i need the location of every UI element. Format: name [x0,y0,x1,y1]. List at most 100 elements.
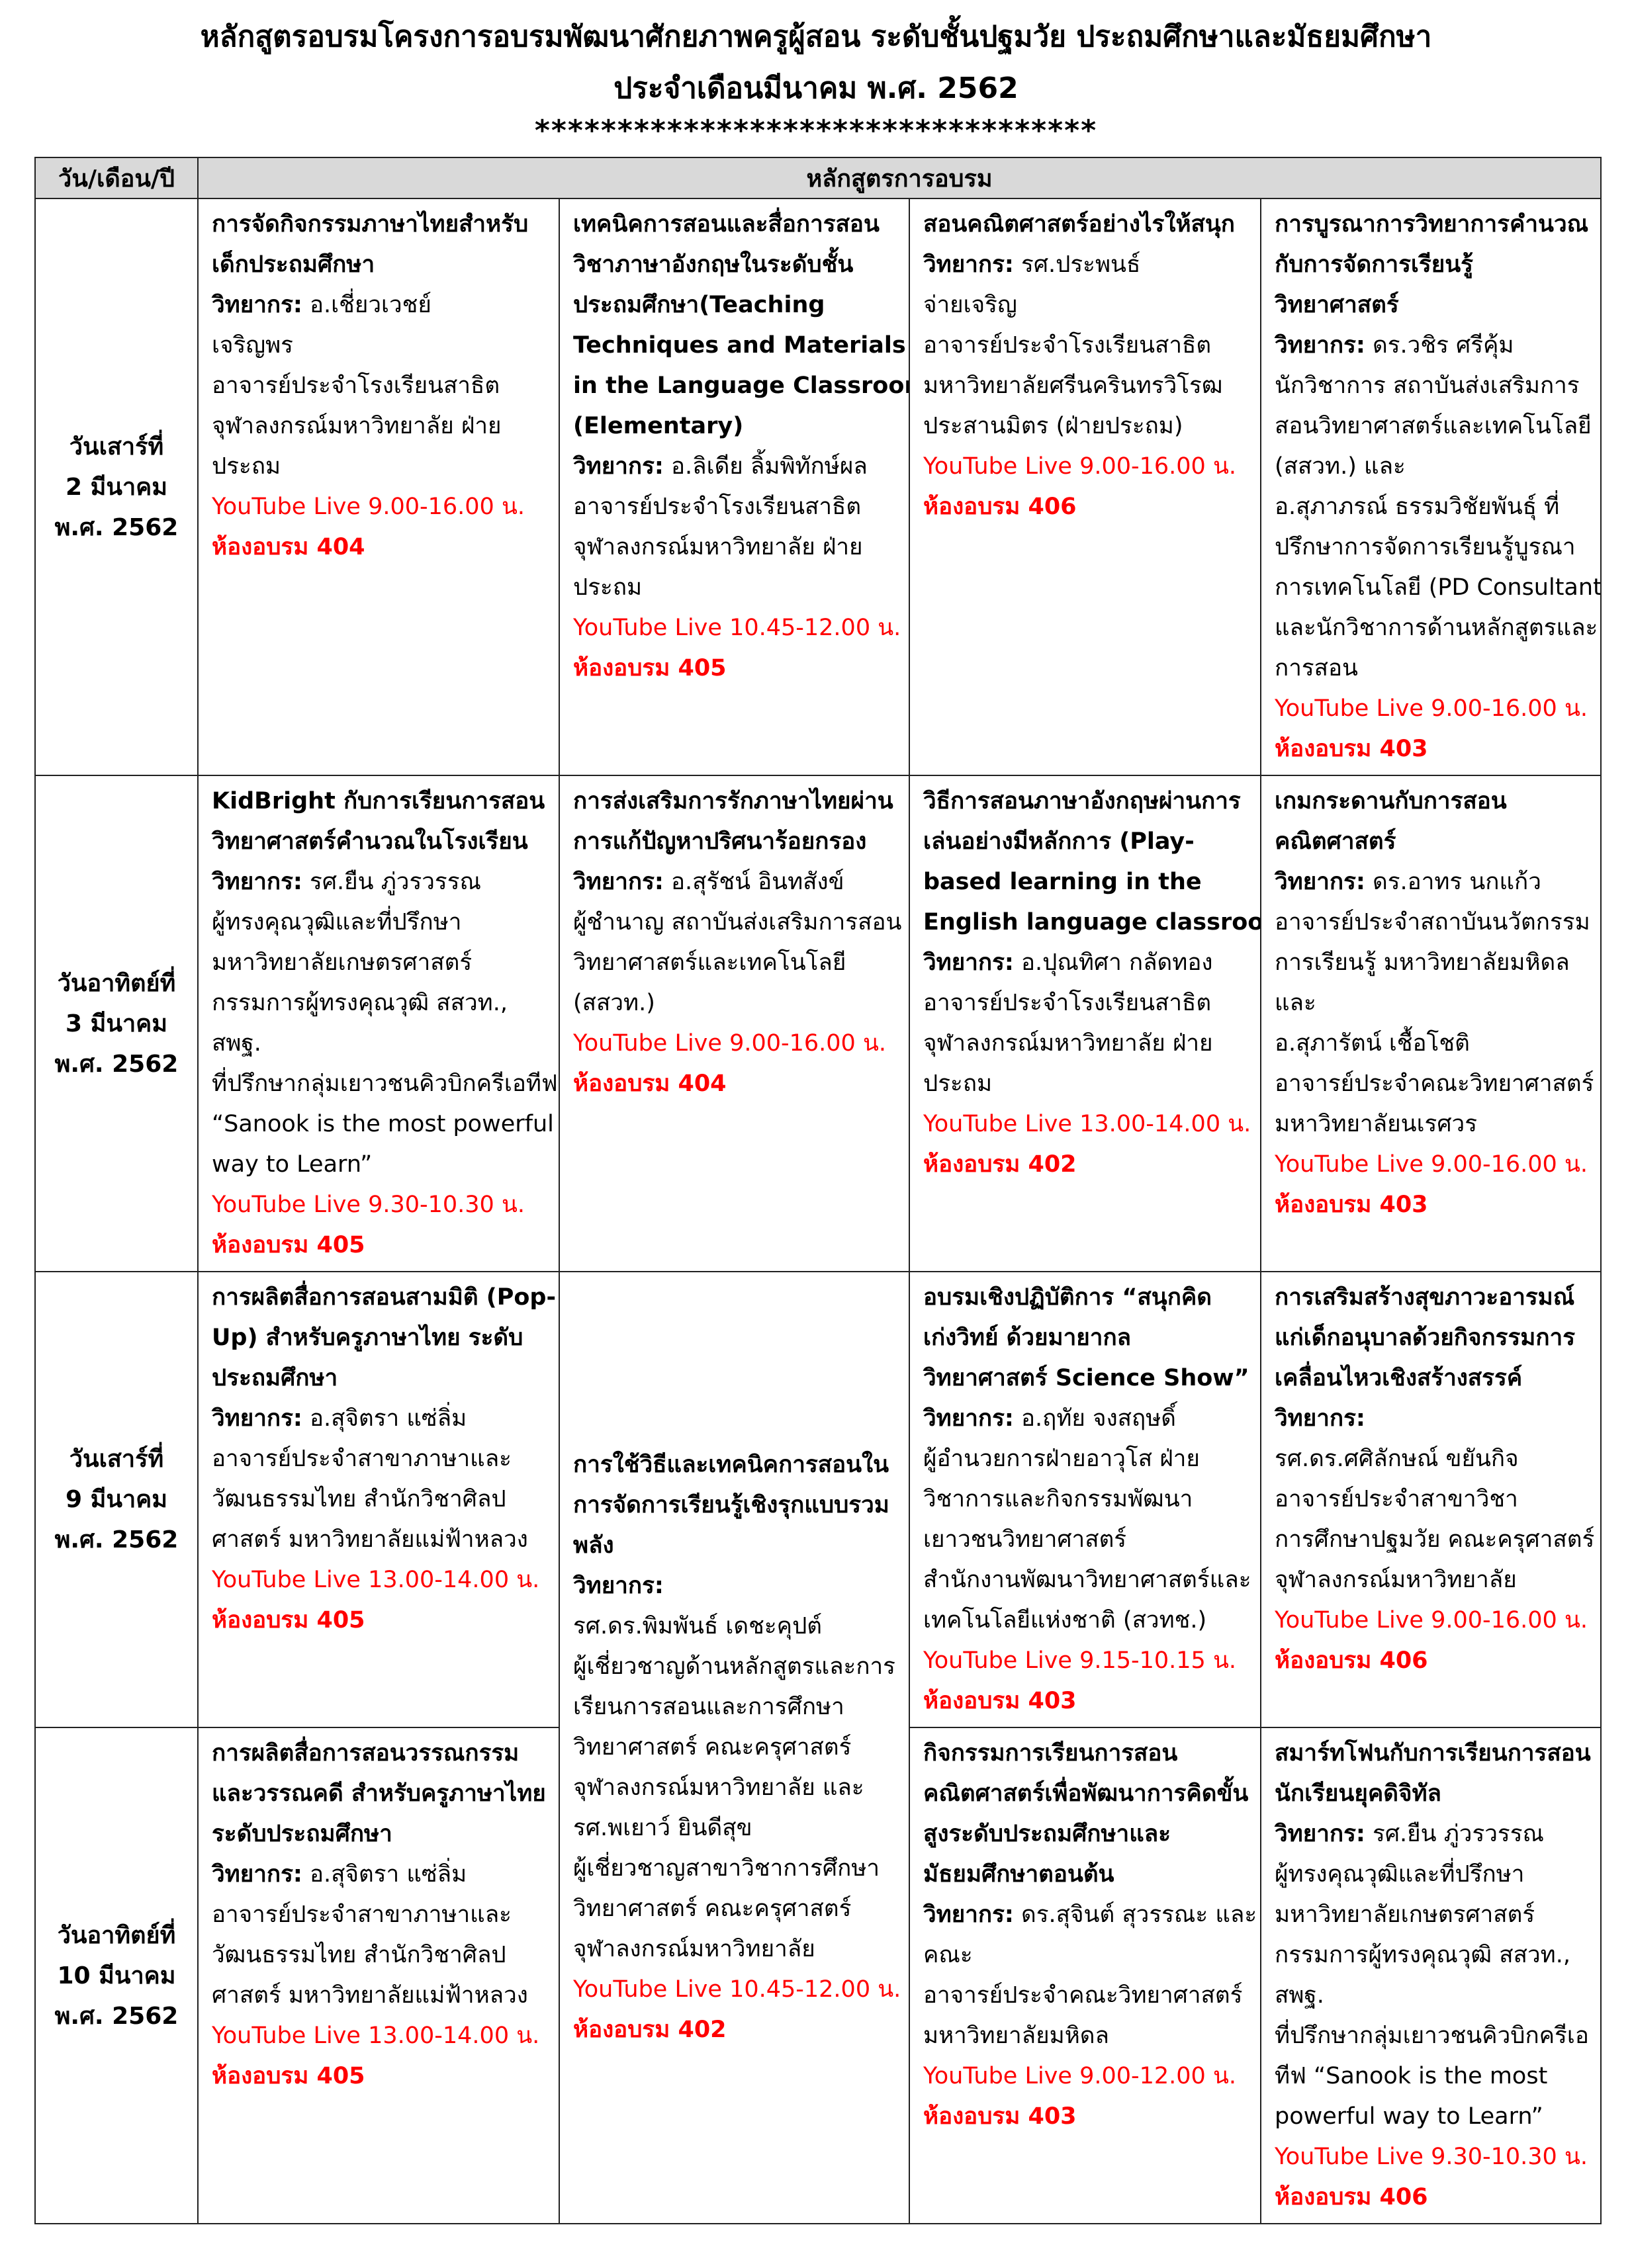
speaker-detail: เจริญพร [212,332,293,359]
course-cell: การจัดกิจกรรมภาษาไทยสำหรับเด็กประถมศึกษา… [197,198,560,776]
course-title: สมาร์ทโฟนกับการเรียนการสอน [1275,1740,1591,1766]
speaker-detail: ผู้ทรงคุณวุฒิและที่ปรึกษา [212,909,462,936]
course-cell: อบรมเชิงปฏิบัติการ “สนุกคิดเก่งวิทย์ ด้ว… [909,1271,1261,1728]
date-line: 10 มีนาคม [57,1962,176,1989]
speaker-detail: สพฐ. [212,1030,261,1057]
speaker-line: วิทยากร: อ.สุจิตรา แซ่ลิ่ม [212,1854,552,1895]
speaker-label: วิทยากร: [923,1901,1014,1928]
session-time: 9.00-16.00 น. [1079,453,1236,480]
session-time: 9.00-16.00 น. [1431,1151,1588,1178]
course-cell: เทคนิคการสอนและสื่อการสอนวิชาภาษาอังกฤษใ… [559,198,910,776]
speaker-detail: มหาวิทยาลัยมหิดล [923,2023,1109,2049]
session-time: 9.00-16.00 น. [1431,695,1588,722]
speaker-detail: มหาวิทยาลัยศรีนครินทรวิโรฒ [923,372,1223,399]
separator: ********************************** [534,114,1098,148]
course-title: วิชาภาษาอังกฤษในระดับชั้น [573,251,854,278]
speaker-detail: อาจารย์ประจำโรงเรียนสาธิต [212,372,500,399]
youtube-live-line: YouTube Live 9.00-16.00 น. [573,1024,902,1064]
youtube-live-label: YouTube Live [923,2063,1072,2089]
course-title: Up) สำหรับครูภาษาไทย ระดับ [212,1325,523,1351]
youtube-live-label: YouTube Live [573,615,722,641]
course-cell: วิธีการสอนภาษาอังกฤษผ่านการเล่นอย่างมีหล… [909,775,1261,1272]
speaker-detail: และนักวิชาการด้านหลักสูตรและ [1275,615,1598,641]
speaker-detail: ผู้ทรงคุณวุฒิและที่ปรึกษา [1275,1861,1525,1888]
speaker-detail: การศึกษาปฐมวัย คณะครุศาสตร์ [1275,1526,1595,1553]
speaker-line: วิทยากร: [573,1566,902,1606]
speaker-detail: วัฒนธรรมไทย สำนักวิชาศิลป [212,1486,506,1512]
speaker-detail: วิชาการและกิจกรรมพัฒนา [923,1486,1193,1512]
speaker-detail: ประถม [573,574,643,601]
speaker-detail: รศ.ดร.พิมพันธ์ เดชะคุปต์ [573,1613,823,1639]
youtube-live-label: YouTube Live [212,494,361,520]
date-line: วันอาทิตย์ที่ [57,1921,176,1949]
speaker-detail: powerful way to Learn” [1275,2103,1543,2130]
speaker-detail: ที่ปรึกษากลุ่มเยาวชนคิวบิกครีเอ [1275,2023,1589,2049]
speaker-detail: รศ.พเยาว์ ยินดีสุข [573,1815,752,1841]
training-room: ห้องอบรม 405 [212,2063,365,2089]
speaker-detail: คณะ [923,1942,973,1968]
session-time: 9.30-10.30 น. [1431,2144,1588,2170]
speaker-detail: อ.สุภารัตน์ เชื้อโชติ [1275,1030,1470,1057]
session-time: 10.45-12.00 น. [729,615,901,641]
date-cell: วันอาทิตย์ที่10 มีนาคมพ.ศ. 2562 [34,1727,199,2224]
speaker-label: วิทยากร: [212,1861,302,1888]
date-line: พ.ศ. 2562 [54,513,179,541]
speaker-name: รศ.ประพนธ์ [1021,251,1141,278]
speaker-detail: วิทยาศาสตร์และเทคโนโลยี [573,949,846,976]
course-title: เคลื่อนไหวเชิงสร้างสรรค์ [1275,1365,1523,1391]
speaker-line: วิทยากร: รศ.ยืน ภู่วรวรรณ [1275,1814,1594,1854]
speaker-detail: วิทยาศาสตร์ คณะครุศาสตร์ [573,1734,852,1761]
session-time: 9.00-16.00 น. [1431,1607,1588,1634]
speaker-detail: เทคโนโลยีแห่งชาติ (สวทช.) [923,1607,1207,1634]
course-title: การจัดการเรียนรู้เชิงรุกแบบรวม [573,1492,889,1518]
date-cell: วันเสาร์ที่2 มีนาคมพ.ศ. 2562 [34,198,199,776]
speaker-label: วิทยากร: [212,1405,302,1432]
speaker-name: รศ.ยืน ภู่วรวรรณ [1373,1821,1544,1847]
page-title: หลักสูตรอบรมโครงการอบรมพัฒนาศักยภาพครูผู… [200,20,1432,54]
course-title: วิทยาศาสตร์ [1275,292,1399,318]
course-title: วิทยาศาสตร์คำนวณในโรงเรียน [212,828,528,855]
speaker-detail: กรรมการผู้ทรงคุณวุฒิ สสวท., [1275,1942,1570,1968]
session-time: 10.45-12.00 น. [729,1976,901,2003]
speaker-label: วิทยากร: [1275,332,1365,359]
speaker-label: วิทยากร: [1275,1405,1365,1432]
speaker-detail: นักวิชาการ สถาบันส่งเสริมการ [1275,372,1580,399]
date-line: วันอาทิตย์ที่ [57,969,176,997]
training-room: ห้องอบรม 402 [573,2017,727,2043]
youtube-live-label: YouTube Live [573,1976,722,2003]
speaker-detail: อาจารย์ประจำสาขาภาษาและ [212,1901,512,1928]
speaker-line: วิทยากร: รศ.ยืน ภู่วรวรรณ [212,862,552,902]
speaker-detail: ประสานมิตร (ฝ่ายประถม) [923,413,1183,439]
course-title: การบูรณาการวิทยาการคำนวณ [1275,211,1589,238]
date-line: 2 มีนาคม [66,473,167,501]
course-title: กิจกรรมการเรียนการสอน [923,1740,1178,1766]
speaker-name: อ.ฤทัย จงสฤษดิ์ [1021,1405,1177,1432]
speaker-detail: “Sanook is the most powerful [212,1111,554,1137]
column-header-course: หลักสูตรการอบรม [197,157,1602,199]
training-room: ห้องอบรม 406 [1275,2184,1428,2210]
course-title: การส่งเสริมการรักภาษาไทยผ่าน [573,788,893,814]
course-title: อบรมเชิงปฏิบัติการ “สนุกคิด [923,1284,1212,1311]
speaker-line: วิทยากร: อ.ปุณทิศา กลัดทอง [923,943,1253,983]
speaker-detail: (สสวท.) [573,990,655,1016]
course-cell: เกมกระดานกับการสอนคณิตศาสตร์วิทยากร: ดร.… [1259,775,1602,1272]
course-title: เก่งวิทย์ ด้วยมายากล [923,1325,1132,1351]
speaker-label: วิทยากร: [923,251,1014,278]
session-time: 9.00-12.00 น. [1079,2063,1236,2089]
course-cell: การใช้วิธีและเทคนิคการสอนในการจัดการเรีย… [559,1271,910,2224]
session-time: 13.00-14.00 น. [368,2023,540,2049]
speaker-detail: กรรมการผู้ทรงคุณวุฒิ สสวท., [212,990,508,1016]
youtube-live-line: YouTube Live 9.00-12.00 น. [923,2056,1253,2097]
youtube-live-line: YouTube Live 13.00-14.00 น. [212,2016,552,2056]
course-title: KidBright กับการเรียนการสอน [212,788,545,814]
course-title: สูงระดับประถมศึกษาและ [923,1821,1171,1847]
course-cell: KidBright กับการเรียนการสอนวิทยาศาสตร์คำ… [197,775,560,1272]
youtube-live-label: YouTube Live [573,1030,722,1057]
course-title: มัธยมศึกษาตอนต้น [923,1861,1114,1888]
training-room: ห้องอบรม 405 [573,655,727,681]
speaker-label: วิทยากร: [212,869,302,895]
course-title: in the Language Classroom [573,372,909,399]
date-line: วันเสาร์ที่ [69,1446,164,1473]
speaker-name: ดร.วชิร ศรีคุ้ม [1373,332,1514,359]
speaker-line: วิทยากร: ดร.อาทร นกแก้ว [1275,862,1594,902]
